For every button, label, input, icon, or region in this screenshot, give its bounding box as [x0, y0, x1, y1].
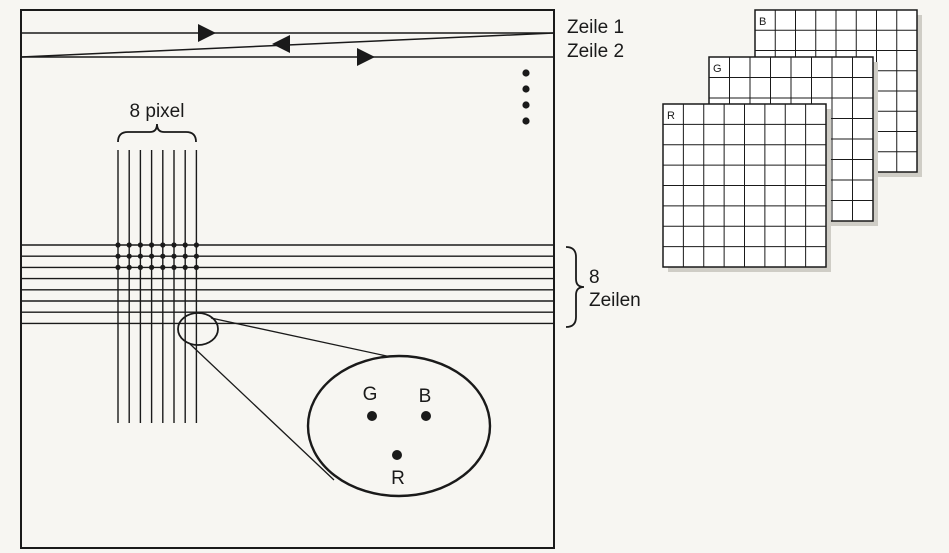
subpixel-g-dot [367, 411, 377, 421]
label-rows-count: 8 [589, 267, 600, 288]
color-planes: B G R [662, 9, 922, 272]
pixel-dot [149, 264, 155, 270]
color-plane-r: R [662, 103, 831, 272]
pixel-dot [115, 264, 121, 270]
brace-vertical-icon [565, 246, 585, 328]
pixel-dot [193, 253, 199, 259]
pixel-dot [115, 242, 121, 248]
pixel-dot [160, 253, 166, 259]
pixel-dot [182, 264, 188, 270]
pixel-dot [171, 253, 177, 259]
arrow-left-icon [272, 35, 290, 53]
magnifier: G B R [177, 312, 492, 498]
pixel-column-lines [117, 150, 198, 423]
arrow-right-icon [198, 24, 216, 42]
pixel-dot [171, 242, 177, 248]
pixel-dot [137, 242, 143, 248]
pixel-dot [182, 242, 188, 248]
enlarged-pixel-ellipse [306, 354, 492, 498]
pixel-dot [126, 264, 132, 270]
subpixel-r-dot [392, 450, 402, 460]
pixel-dot [171, 264, 177, 270]
pixel-dots [115, 242, 199, 270]
scan-row-lines [21, 244, 554, 325]
plane-channel-label: B [759, 16, 766, 28]
pixel-dot [115, 253, 121, 259]
scan-lines [20, 24, 555, 66]
brace-horizontal-icon [117, 123, 197, 143]
label-zeilen: Zeilen [589, 290, 641, 311]
arrow-right-icon [357, 48, 375, 66]
pixel-dot [182, 253, 188, 259]
subpixel-b-dot [421, 411, 431, 421]
pixel-dot [149, 253, 155, 259]
pixel-dot [193, 242, 199, 248]
pixel-dot [137, 264, 143, 270]
plane-channel-label: G [713, 63, 722, 75]
label-r: R [391, 468, 405, 489]
pixel-dot [193, 264, 199, 270]
small-highlight-ellipse [177, 312, 219, 346]
label-zeile-2: Zeile 2 [567, 41, 624, 62]
pixel-dot [126, 253, 132, 259]
label-b: B [419, 386, 432, 407]
ellipsis-dots [522, 69, 530, 125]
pixel-dot [160, 242, 166, 248]
pixel-dot [149, 242, 155, 248]
label-8-pixel: 8 pixel [130, 101, 185, 122]
plane-channel-label: R [667, 110, 675, 122]
pixel-dot [160, 264, 166, 270]
pixel-dot [137, 253, 143, 259]
label-zeile-1: Zeile 1 [567, 17, 624, 38]
pixel-dot [126, 242, 132, 248]
label-g: G [363, 384, 378, 405]
